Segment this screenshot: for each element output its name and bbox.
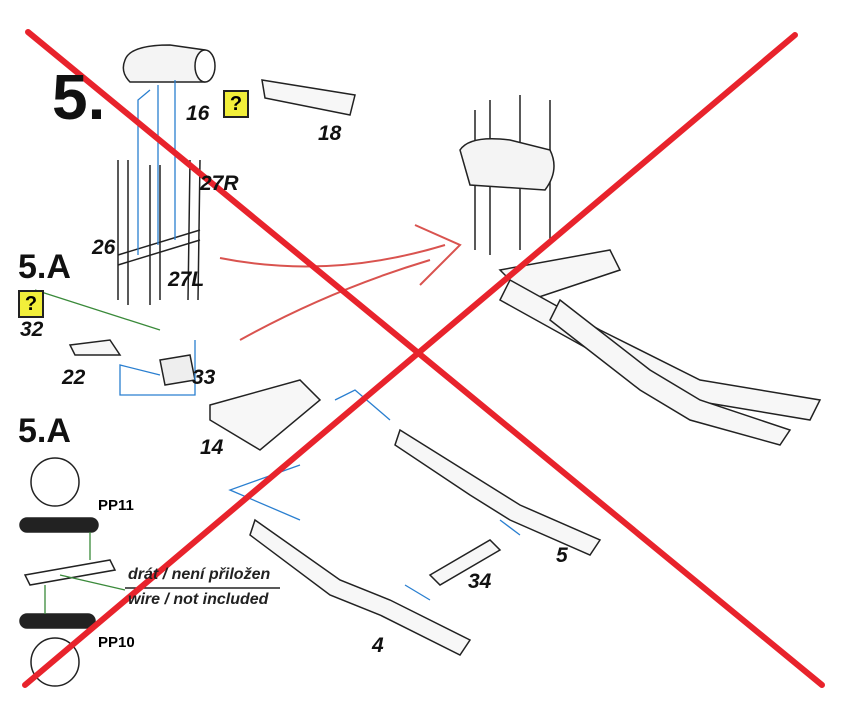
part-label: 16 <box>186 102 210 125</box>
curved-arrows <box>219 224 462 341</box>
step-number-5a-etch: 5.A <box>18 412 71 450</box>
parts-line-art <box>19 44 822 687</box>
part-label: 27L <box>168 268 205 291</box>
part-label: 18 <box>318 122 342 145</box>
question-icon: ? <box>223 90 249 118</box>
wire-lines <box>34 289 161 614</box>
cross-out-mark <box>22 29 825 688</box>
part-label: 34 <box>468 570 492 593</box>
part-label: 26 <box>92 236 116 259</box>
question-icon: ? <box>18 290 44 318</box>
photo-etch-label: PP11 <box>98 497 134 514</box>
part-label: 27R <box>200 172 239 195</box>
part-label: 4 <box>372 634 384 657</box>
part-label: 14 <box>200 436 224 459</box>
photo-etch-label: PP10 <box>98 634 135 651</box>
assembly-arrows <box>119 80 521 601</box>
part-label: 33 <box>192 366 216 389</box>
part-label: 32 <box>20 318 44 341</box>
step-number-5a: 5.A <box>18 248 71 286</box>
step-number-5: 5. <box>52 61 106 133</box>
wire-note-czech: drát / není přiložen <box>128 566 271 583</box>
part-label: 5 <box>556 544 568 567</box>
wire-note-english: wire / not included <box>128 591 269 608</box>
part-label: 22 <box>62 366 86 389</box>
